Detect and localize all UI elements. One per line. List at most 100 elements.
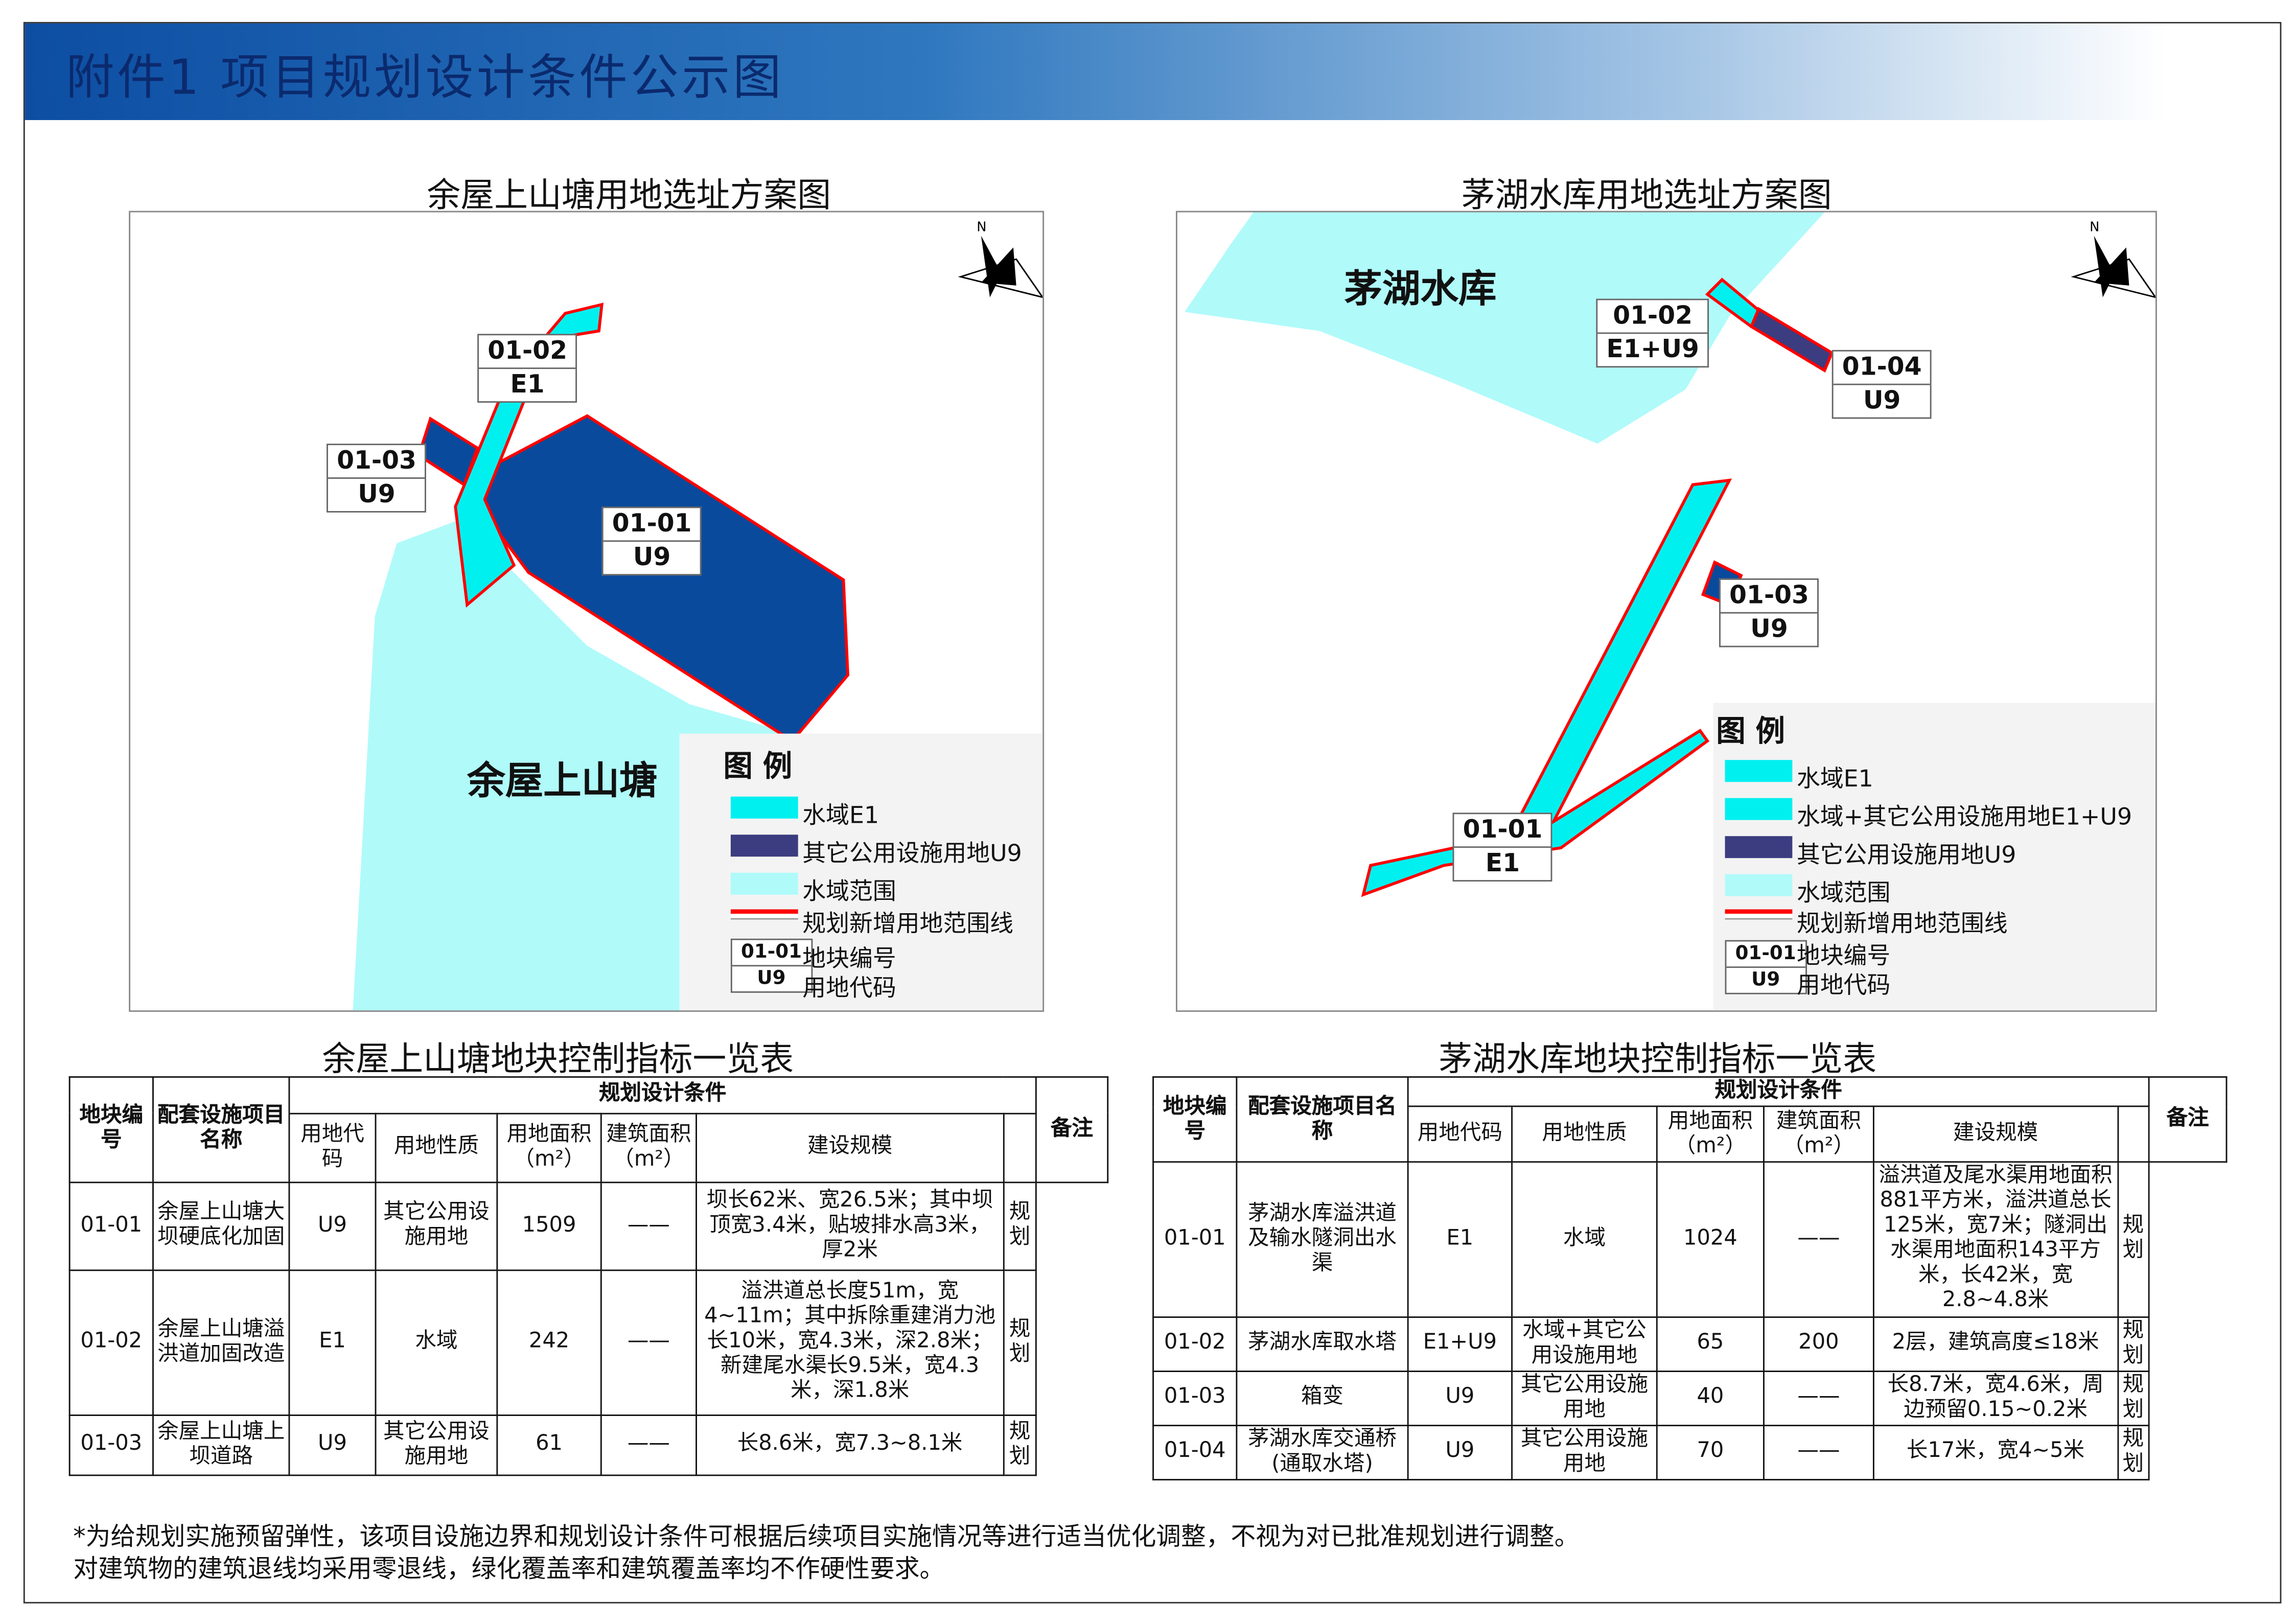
parcel-01-04-u9 (1749, 307, 1834, 373)
table-cell: 水域 (1511, 1161, 1658, 1317)
element: 01-01 (732, 940, 811, 967)
page-frame (23, 21, 2282, 1604)
table-row: 用地代码用地性质用地面积（m²）建筑面积（m²）建设规模 (69, 1112, 1108, 1183)
table-cell: —— (600, 1181, 697, 1271)
table-cell: E1+U9 (1407, 1315, 1513, 1372)
table-cell: 01-03 (1152, 1370, 1238, 1426)
table-cell: 1509 (496, 1181, 602, 1271)
table-header-cell: 规划设计条件 (288, 1076, 1037, 1114)
element: E1+U9 (1606, 335, 1699, 365)
element (1725, 836, 1793, 859)
legend-item: 其它公用设施用地U9 (802, 839, 1022, 867)
element: U9 (1863, 386, 1901, 416)
element (958, 258, 1043, 298)
element: U9 (1750, 615, 1788, 644)
table-cell: 规划 (2117, 1370, 2150, 1426)
element (981, 247, 1016, 286)
element (2071, 258, 2156, 298)
legend: 图 例 水域E1 水域+其它公用设施用地E1+U9 其它公用设施用地U9 水域范… (1713, 703, 2156, 1011)
element: E1 (1485, 849, 1520, 879)
parcel-01-01-e1 (1361, 478, 1732, 897)
table-header-cell: 用地面积（m²） (1656, 1105, 1765, 1163)
element: N (958, 220, 1043, 298)
page-title: 附件1 项目规划设计条件公示图 (65, 48, 784, 106)
table-cell: 65 (1656, 1315, 1765, 1372)
table-header-cell: 建筑面积（m²） (600, 1112, 697, 1183)
table-header-cell: 用地代码 (288, 1112, 377, 1183)
table-cell: 01-03 (68, 1413, 154, 1476)
table-row: 用地代码用地性质用地面积（m²）建筑面积（m²）建设规模 (1153, 1105, 2227, 1163)
table-cell: U9 (288, 1181, 377, 1271)
element (1725, 798, 1793, 820)
table-cell: U9 (288, 1413, 377, 1476)
table-cell: 规划 (2117, 1315, 2150, 1372)
table-cell: 长8.7米，宽4.6米，周边预留0.15~0.2米 (1872, 1370, 2119, 1426)
table-cell: 余屋上山塘大坝硬底化加固 (152, 1181, 290, 1271)
legend-item: 其它公用设施用地U9 (1796, 840, 2016, 869)
element: 01-02 (479, 335, 576, 369)
table-cell: 余屋上山塘上坝道路 (152, 1413, 290, 1476)
legend-item: 水域范围 (1796, 878, 1891, 907)
legend-item: 水域范围 (802, 877, 896, 905)
table-cell: 溢洪道总长度51m，宽4~11m；其中拆除重建消力池长10米，宽4.3米，深2.… (695, 1269, 1005, 1416)
table-cell: 规划 (2117, 1424, 2150, 1481)
table-cell: 01-02 (1152, 1315, 1238, 1372)
table-header-cell: 建筑面积（m²） (1763, 1105, 1874, 1163)
table-header-cell: 建设规模 (695, 1112, 1005, 1183)
water-range-area (1185, 212, 1825, 444)
element: 用地代码 (1796, 970, 1891, 999)
element: U9 (1751, 969, 1780, 991)
table-header-cell: 建设规模 (1872, 1105, 2119, 1163)
element (1185, 212, 1834, 897)
table-header-cell: 用地性质 (375, 1112, 498, 1183)
legend-item: 水域E1 (1796, 764, 1873, 793)
table-cell: 200 (1763, 1315, 1874, 1372)
table-cell: 其它公用设施用地 (1511, 1370, 1658, 1426)
table-cell: —— (1763, 1424, 1874, 1481)
table-header-cell: 备注 (1035, 1076, 1109, 1183)
table-cell: U9 (1407, 1424, 1513, 1481)
header-banner: 附件1 项目规划设计条件公示图 (25, 23, 2279, 120)
water-name-label: 余屋上山塘 (467, 760, 658, 804)
footnote: 对建筑物的建筑退线均采用零退线，绿化覆盖率和建筑覆盖率均不作硬性要求。 (73, 1555, 945, 1585)
right-map-title: 茅湖水库用地选址方案图 (1461, 177, 1832, 216)
element (353, 303, 850, 1011)
element: 地块编号 (802, 944, 896, 972)
element: 01-04 (1833, 352, 1931, 385)
table-cell: 溢洪道及尾水渠用地面积881平方米，溢洪道总长125米，宽7米；隧洞出水渠用地面… (1872, 1161, 2119, 1317)
table-cell: 70 (1656, 1424, 1765, 1481)
table-cell: 01-01 (68, 1181, 154, 1271)
table-header-cell: 用地面积（m²） (496, 1112, 602, 1183)
left-table: 地块编号配套设施项目名称规划设计条件备注 用地代码用地性质用地面积（m²）建筑面… (68, 1076, 1109, 1476)
footnote: *为给规划实施预留弹性，该项目设施边界和规划设计条件可根据后续项目实施情况等进行… (73, 1523, 1580, 1552)
table-cell: 01-04 (1152, 1424, 1238, 1481)
table-cell: —— (600, 1413, 697, 1476)
table-cell: —— (1763, 1161, 1874, 1317)
table-cell: 箱变 (1236, 1370, 1409, 1426)
element: N (2090, 220, 2099, 235)
water-range-area (353, 521, 822, 1011)
table-header-cell: 配套设施项目名称 (1236, 1076, 1409, 1163)
element (730, 796, 798, 819)
element (1725, 874, 1793, 896)
table-header-cell: 用地性质 (1511, 1105, 1658, 1163)
element: 01-02 (1597, 300, 1708, 334)
element: U9 (358, 480, 396, 510)
table-cell: —— (1763, 1370, 1874, 1426)
element (730, 909, 798, 920)
legend-item: 规划新增用地范围线 (802, 909, 1013, 937)
element: 地块编号 (1796, 941, 1891, 969)
